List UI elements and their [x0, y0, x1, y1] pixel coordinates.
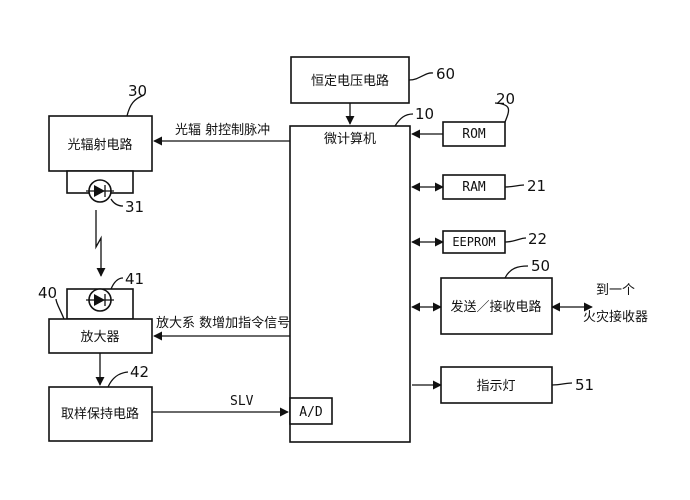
- ref-22: 22: [528, 230, 547, 248]
- adc-block: A/D: [289, 397, 333, 425]
- gain-increase-command-label: 放大系 数增加指令信号: [156, 316, 290, 331]
- ref-21: 21: [527, 177, 546, 195]
- eeprom-label: EEPROM: [452, 235, 495, 249]
- sample-hold-label: 取样保持电路: [61, 406, 139, 422]
- leader-51: [551, 382, 573, 386]
- leader-31: [110, 198, 124, 207]
- ref-30: 30: [128, 82, 147, 100]
- leader-21: [504, 184, 525, 188]
- ram-label: RAM: [462, 180, 486, 195]
- adc-label: A/D: [299, 405, 323, 420]
- leader-60: [408, 72, 434, 81]
- constant-voltage-label: 恒定电压电路: [311, 73, 389, 89]
- light-emitting-label: 光辐射电路: [67, 137, 132, 153]
- emitter-diode-icon: [66, 170, 134, 203]
- ref-60: 60: [436, 65, 455, 83]
- light-emitting-block: 光辐射电路: [48, 115, 153, 172]
- amplifier-block: 放大器: [48, 318, 153, 354]
- indicator-block: 指示灯: [440, 366, 553, 404]
- microcomputer-label: 微计算机: [324, 132, 376, 147]
- ref-10: 10: [415, 105, 434, 123]
- receiver-diode-icon: [66, 288, 134, 320]
- transceiver-label: 发送／接收电路: [450, 299, 541, 315]
- ref-40: 40: [38, 284, 57, 302]
- constant-voltage-block: 恒定电压电路: [290, 56, 410, 104]
- ref-42: 42: [130, 363, 149, 381]
- leader-22: [504, 237, 527, 243]
- slv-label: SLV: [230, 394, 254, 409]
- leader-42: [107, 371, 129, 388]
- rom-block: ROM: [442, 121, 506, 147]
- leader-50: [504, 265, 529, 279]
- amplifier-label: 放大器: [80, 330, 119, 345]
- sample-hold-block: 取样保持电路: [48, 386, 153, 442]
- rom-label: ROM: [462, 127, 486, 142]
- indicator-label: 指示灯: [476, 379, 515, 394]
- light-path-arrow: [95, 210, 106, 277]
- ref-31: 31: [125, 198, 144, 216]
- leader-41: [110, 277, 124, 290]
- leader-10: [394, 113, 414, 127]
- light-control-pulse-label: 光辐 射控制脉冲: [175, 122, 270, 138]
- leader-40: [55, 298, 65, 320]
- ref-50: 50: [531, 257, 550, 275]
- eeprom-block: EEPROM: [442, 230, 506, 254]
- ref-20: 20: [496, 90, 515, 108]
- ref-41: 41: [125, 270, 144, 288]
- microcomputer-block: 微计算机: [289, 125, 411, 443]
- to-fire-receiver-line2: 火灾接收器: [583, 309, 648, 325]
- leader-30: [126, 94, 145, 117]
- to-fire-receiver-line1: 到一个: [596, 283, 635, 298]
- ref-51: 51: [575, 376, 594, 394]
- leader-20: [494, 102, 510, 123]
- transceiver-block: 发送／接收电路: [440, 277, 553, 335]
- ram-block: RAM: [442, 174, 506, 200]
